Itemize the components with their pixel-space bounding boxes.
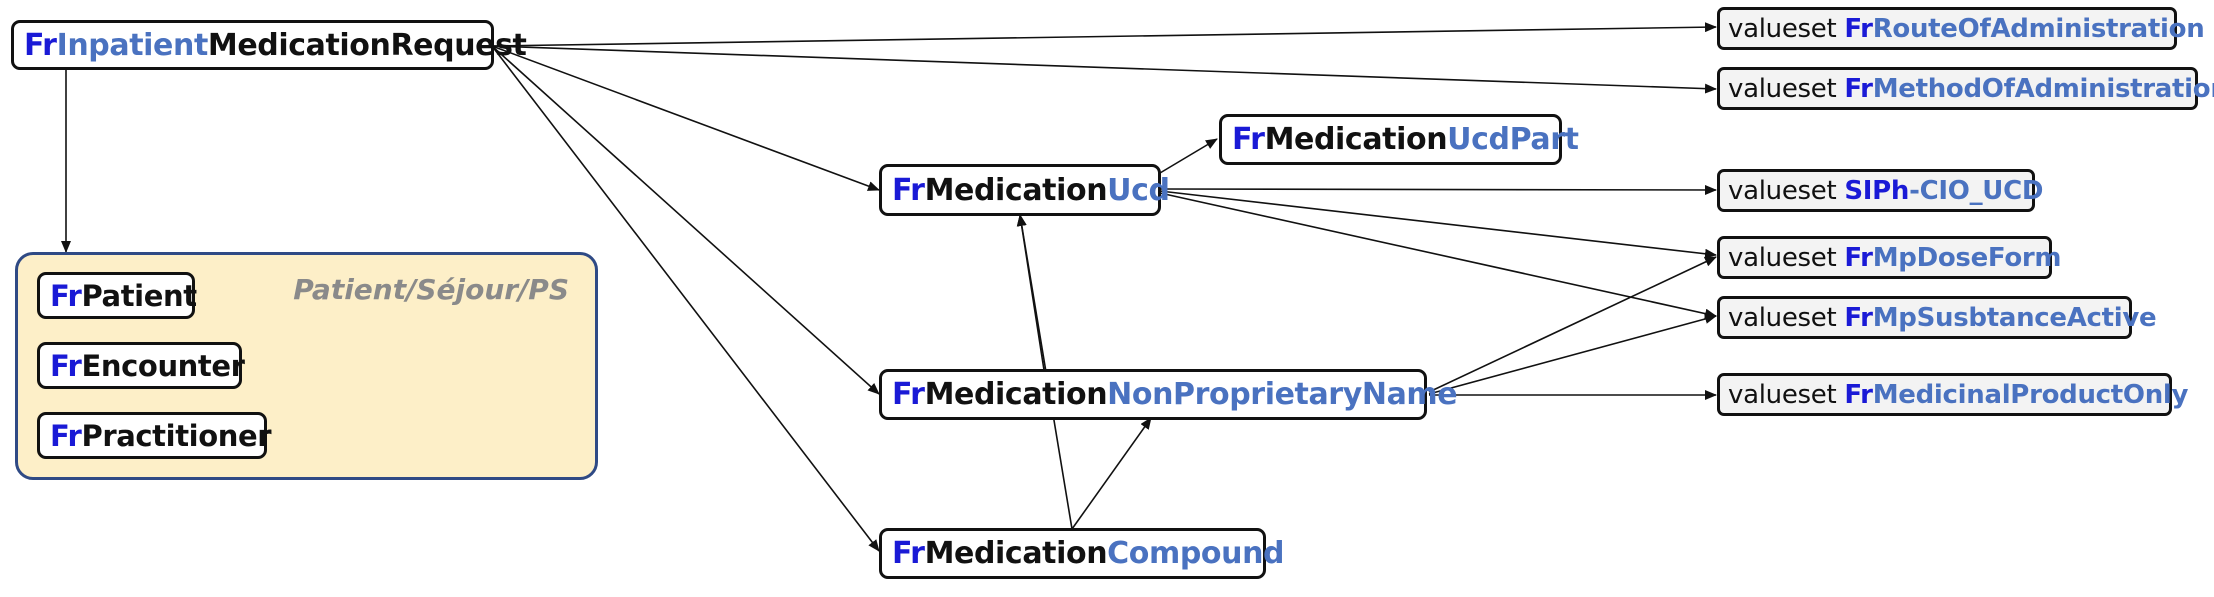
valueset-name: FrMethodOfAdministration xyxy=(1844,74,2214,104)
edge-compound-npn xyxy=(1071,417,1152,530)
node-prefix: Fr xyxy=(892,172,925,208)
valueset-keyword: valueset xyxy=(1728,175,1837,206)
edge-inpatient-method xyxy=(491,45,1717,94)
edge-ucd-doseform xyxy=(1159,190,1717,259)
valueset-rest: RouteOfAdministration xyxy=(1872,13,2205,44)
group-title: Patient/Séjour/PS xyxy=(293,273,569,306)
node-mid: Medication xyxy=(924,172,1108,208)
valueset-prefix: Fr xyxy=(1844,379,1873,410)
valueset-name: FrMpSusbtanceActive xyxy=(1844,303,2156,333)
valueset-prefix: Fr xyxy=(1844,242,1873,273)
node-prefix: Fr xyxy=(1232,122,1265,157)
valueset-name: FrRouteOfAdministration xyxy=(1844,14,2204,44)
node-rest: MedicationRequest xyxy=(207,27,527,63)
node-mid: Medication xyxy=(924,536,1108,571)
edge-inpatient-npn xyxy=(491,45,880,395)
valueset-prefix: Fr xyxy=(1844,73,1873,104)
node-rest: Practitioner xyxy=(81,418,272,453)
edge-npn-substance xyxy=(1428,314,1717,395)
edge-npn-doseform xyxy=(1428,256,1717,393)
node-rest: Compound xyxy=(1107,536,1285,571)
valueset-rest: MedicinalProductOnly xyxy=(1872,379,2189,410)
valueset-name: FrMpDoseForm xyxy=(1844,243,2061,273)
valueset-rest: MpSusbtanceActive xyxy=(1872,302,2157,333)
node-rest: UcdPart xyxy=(1447,122,1579,157)
valueset-prefix: Fr xyxy=(1844,302,1873,333)
valueset-rest: MpDoseForm xyxy=(1872,242,2062,273)
node-prefix: Fr xyxy=(50,418,82,453)
node-mid: Medication xyxy=(1264,122,1448,157)
node-rest: Ucd xyxy=(1107,172,1170,208)
edge-ucd-substance xyxy=(1159,192,1717,319)
valueset-prefix: Fr xyxy=(1844,13,1873,44)
edge-ucd-ucdpart xyxy=(1159,138,1218,174)
valueset-name: SIPh-CIO_UCD xyxy=(1844,176,2043,206)
edge-inpatient-ucd xyxy=(491,45,880,191)
node-rest: Patient xyxy=(81,278,197,313)
valueset-rest: -CIO_UCD xyxy=(1909,175,2044,206)
node-prefix: Fr xyxy=(892,377,925,412)
node-rest: NonProprietaryName xyxy=(1107,377,1458,412)
valueset-prefix: SIPh xyxy=(1844,175,1910,206)
node-prefix: Fr xyxy=(50,278,82,313)
edge-inpatient-compound xyxy=(491,45,880,552)
node-mid: Medication xyxy=(924,377,1108,412)
valueset-keyword: valueset xyxy=(1728,379,1837,410)
node-prefix: Fr xyxy=(892,536,925,571)
node-mid: Inpatient xyxy=(56,27,209,63)
node-prefix: Fr xyxy=(24,27,57,63)
node-rest: Encounter xyxy=(81,348,245,383)
node-prefix: Fr xyxy=(50,348,82,383)
edge-inpatient-route xyxy=(491,22,1717,47)
valueset-keyword: valueset xyxy=(1728,13,1837,44)
valueset-name: FrMedicinalProductOnly xyxy=(1844,380,2188,410)
edge-ucd-ciocd xyxy=(1159,184,1717,195)
valueset-rest: MethodOfAdministration xyxy=(1872,73,2214,104)
valueset-keyword: valueset xyxy=(1728,73,1837,104)
valueset-keyword: valueset xyxy=(1728,302,1837,333)
valueset-keyword: valueset xyxy=(1728,242,1837,273)
